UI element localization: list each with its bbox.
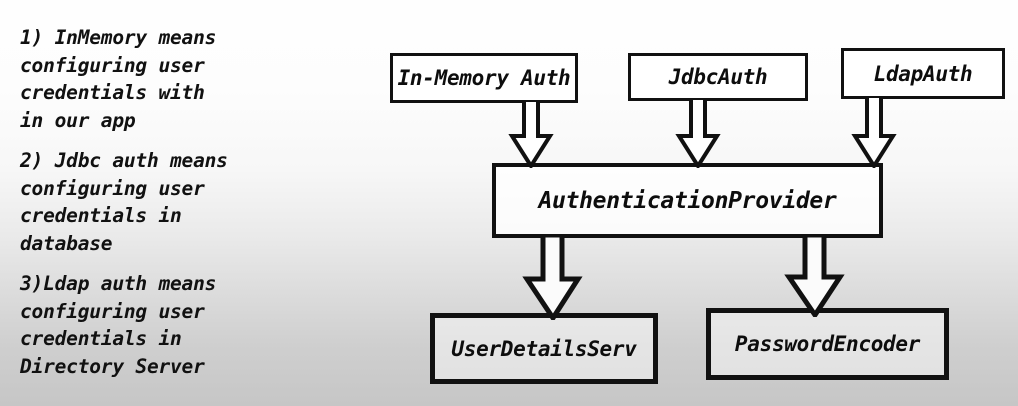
box-jdbc-auth: JdbcAuth — [628, 53, 808, 101]
box-password-encoder: PasswordEncoder — [706, 308, 949, 380]
arrow-ldap-to-provider — [851, 96, 897, 168]
notes-column: 1) InMemory means configuring user crede… — [20, 24, 320, 393]
arrow-provider-to-user-details — [522, 235, 583, 320]
box-ldap-auth: LdapAuth — [841, 48, 1005, 99]
note-inmemory: 1) InMemory means configuring user crede… — [20, 26, 217, 132]
arrow-jdbc-to-provider — [675, 98, 721, 168]
box-user-details-serv: UserDetailsServ — [430, 313, 658, 384]
arrow-provider-to-password-encoder — [784, 235, 845, 317]
box-authentication-provider: AuthenticationProvider — [492, 163, 883, 238]
note-jdbc: 2) Jdbc auth means configuring user cred… — [20, 149, 228, 255]
box-in-memory-auth: In-Memory Auth — [390, 53, 578, 103]
note-ldap: 3)Ldap auth means configuring user crede… — [20, 272, 217, 378]
arrow-in-memory-to-provider — [508, 100, 554, 168]
